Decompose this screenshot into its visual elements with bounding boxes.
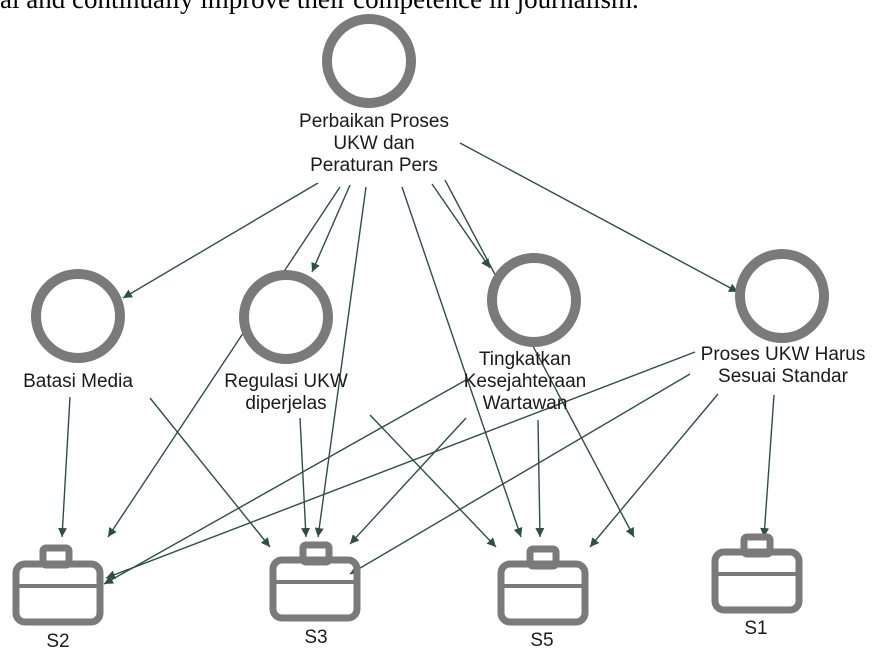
s3-briefcase-icon[interactable] [269, 541, 361, 622]
edge-tingkatkan-s3 [349, 417, 467, 545]
edge-root-tingkatkan [431, 183, 491, 269]
s1-label: S1 [744, 618, 768, 639]
edge-root-s1 [444, 179, 635, 538]
edge-batasi-s2 [58, 396, 71, 538]
edges [58, 142, 775, 585]
edge-proses-s1 [760, 394, 775, 538]
edge-tingkatkan-s5 [535, 419, 545, 538]
s2-briefcase-icon[interactable] [12, 544, 104, 626]
edge-proses-s5 [589, 393, 719, 548]
tingkatkan-node-circle[interactable] [487, 253, 581, 347]
s5-briefcase-icon[interactable] [497, 545, 589, 626]
edge-root-regulasi [311, 184, 351, 273]
header-text: al and continually improve their compete… [0, 0, 639, 15]
edge-root-s3 [314, 186, 367, 538]
regulasi-node-label: Regulasi UKW diperjelas [224, 371, 348, 414]
batasi-node-circle[interactable] [31, 269, 125, 363]
tingkatkan-node-label: Tingkatkan Kesejahteraan Wartawan [463, 349, 587, 414]
edge-root-proses [459, 142, 739, 293]
edge-proses-s3 [349, 373, 691, 575]
s3-label: S3 [304, 627, 328, 648]
s5-label: S5 [530, 630, 554, 651]
proses-node-label: Proses UKW Harus Sesuai Standar [700, 344, 866, 387]
s2-label: S2 [46, 631, 70, 652]
edge-root-s2 [107, 186, 341, 538]
edge-tingkatkan-s2 [103, 379, 467, 585]
proses-node-circle[interactable] [735, 249, 829, 343]
edge-root-batasi [122, 182, 319, 299]
s1-briefcase-icon[interactable] [711, 533, 803, 614]
root-node-label: Perbaikan Proses UKW dan Peraturan Pers [299, 111, 449, 176]
edge-proses-s2 [105, 351, 696, 579]
root-node-circle[interactable] [322, 14, 416, 108]
batasi-node-label: Batasi Media [23, 371, 133, 392]
edge-regulasi-s3 [299, 417, 311, 538]
edge-root-s5 [401, 186, 523, 538]
regulasi-node-circle[interactable] [239, 270, 333, 364]
edge-regulasi-s5 [369, 414, 497, 548]
